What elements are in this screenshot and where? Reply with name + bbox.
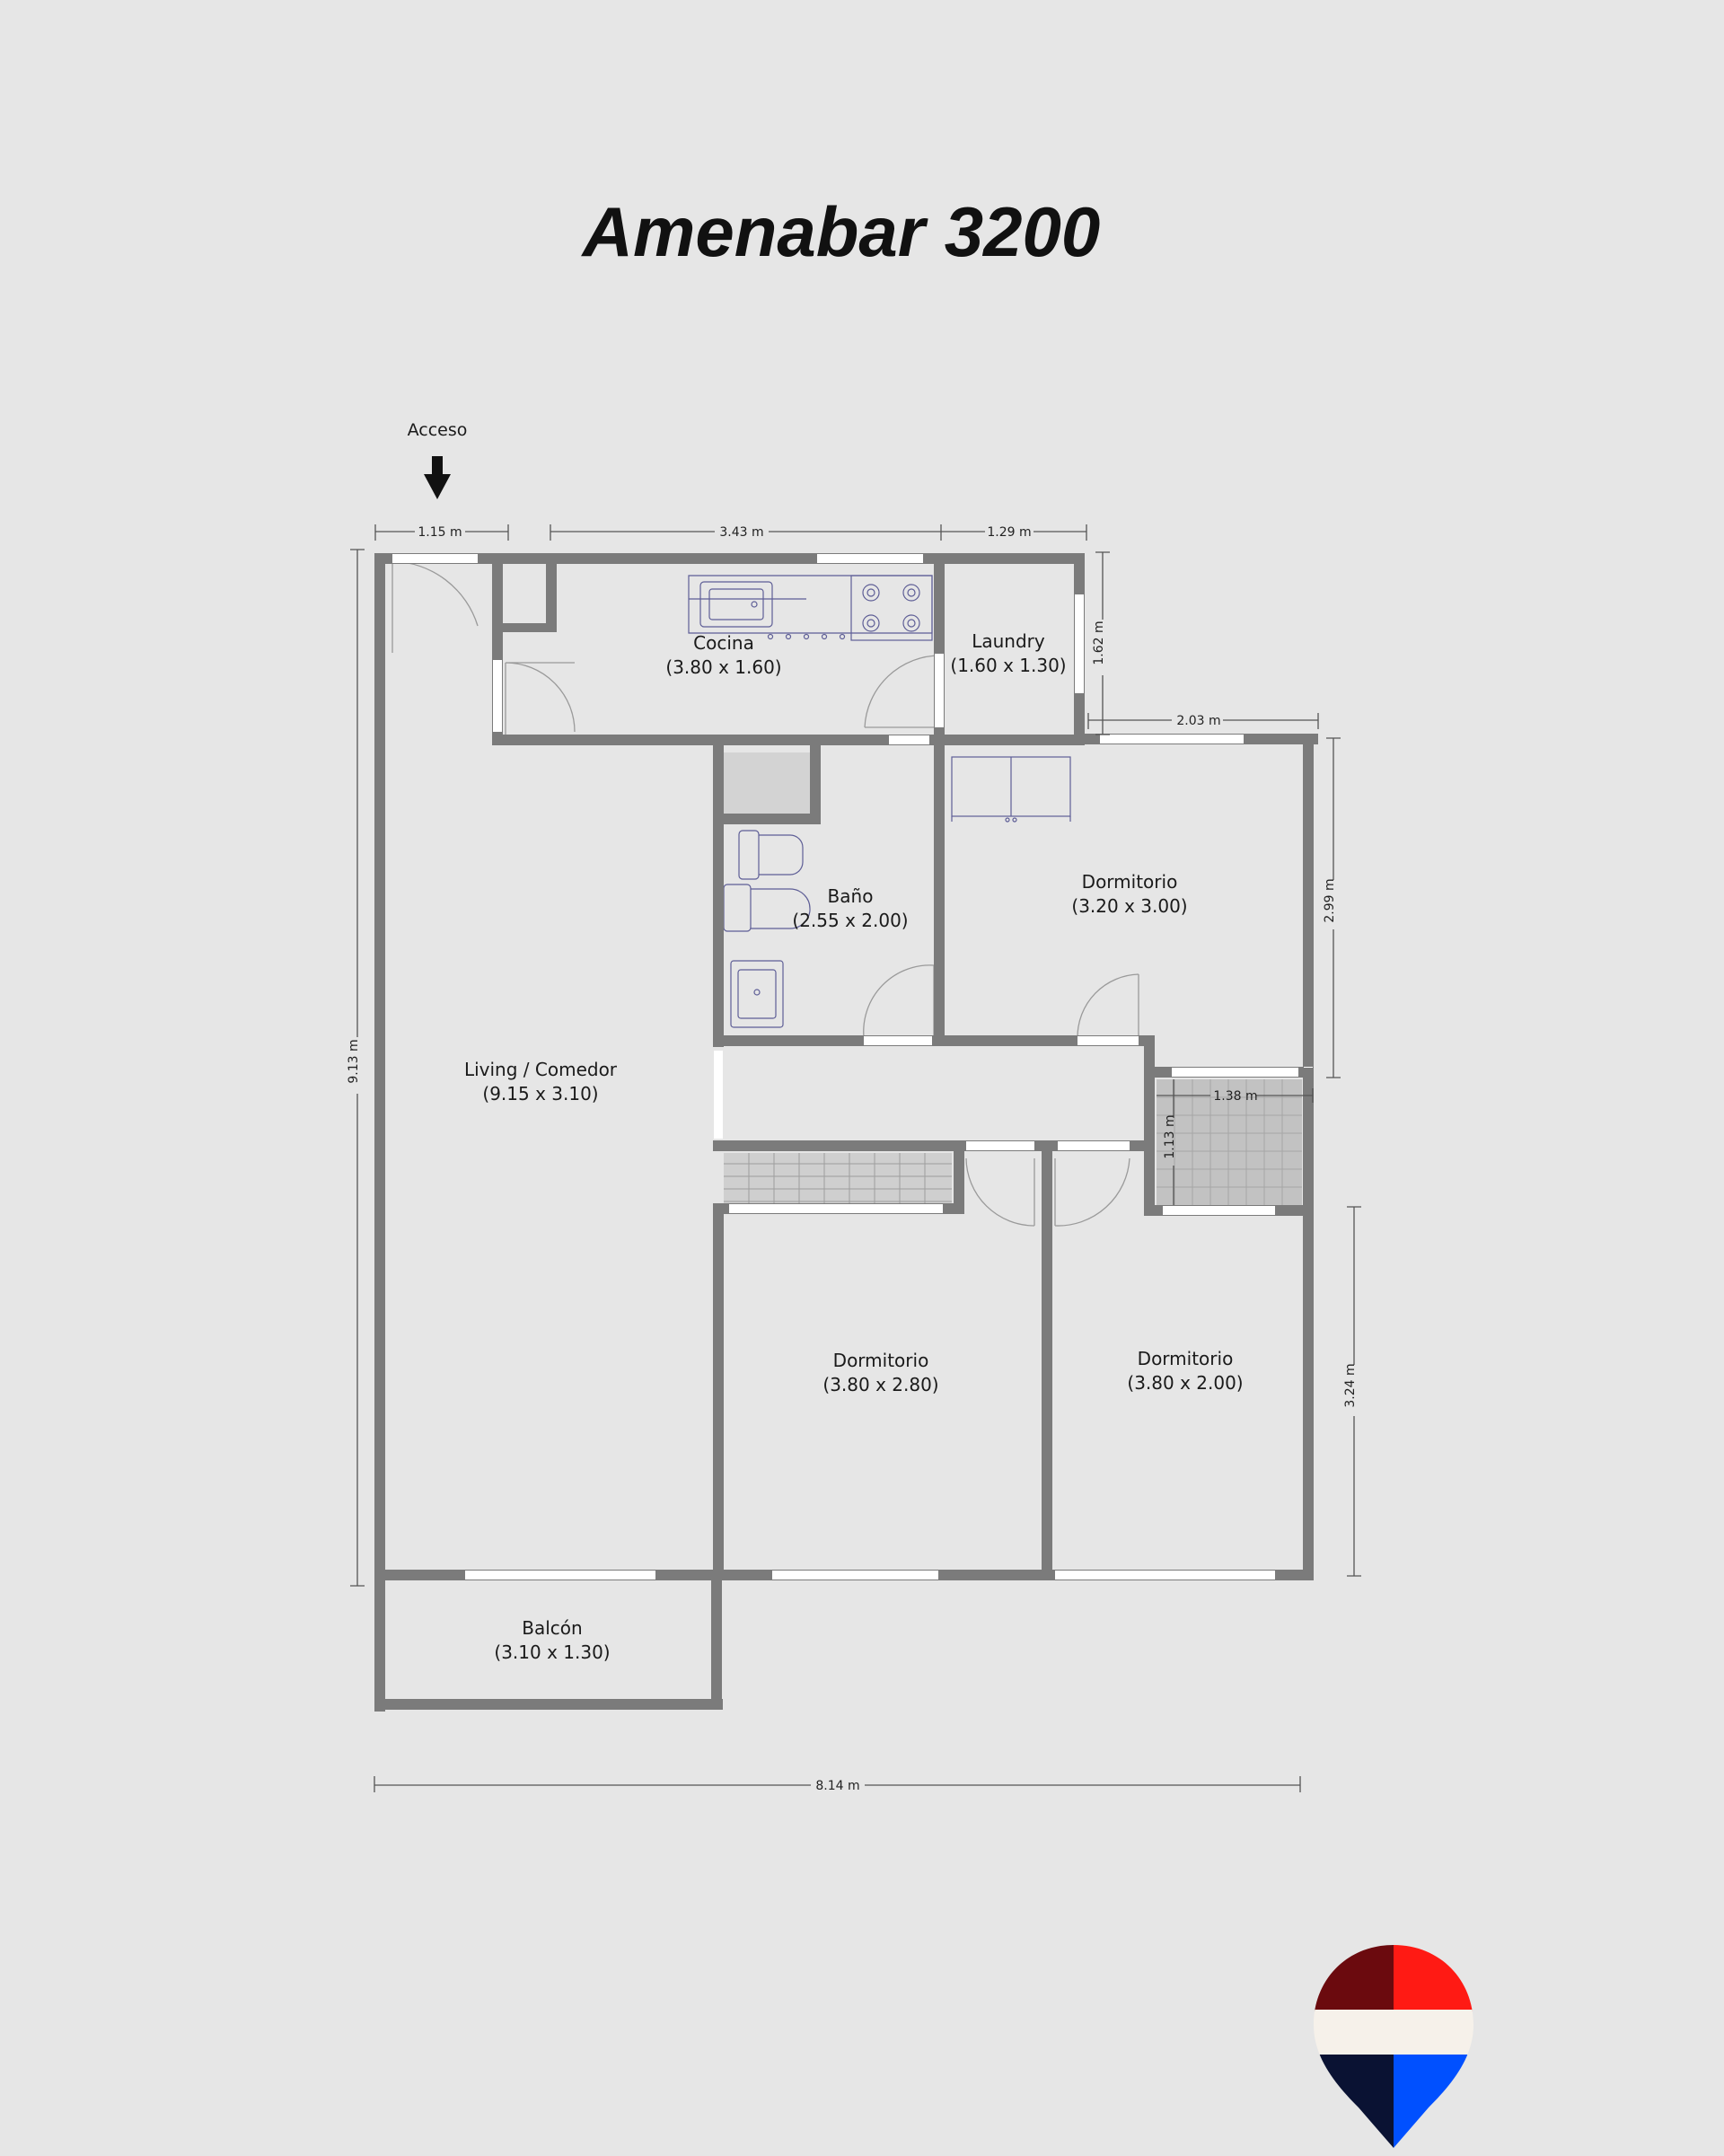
room-label-balcon: Balcón (3.10 x 1.30) [494,1617,610,1663]
svg-text:Dormitorio: Dormitorio [833,1350,929,1371]
stove-icon [850,575,933,641]
svg-text:1.62 m: 1.62 m [1092,620,1106,664]
hall-tiles [1157,1079,1302,1205]
svg-text:Cocina: Cocina [693,632,754,654]
sink-icon [730,960,784,1028]
room-label-bano: Baño (2.55 x 2.00) [792,885,908,931]
svg-text:Baño: Baño [828,885,874,907]
svg-text:(2.55 x 2.00): (2.55 x 2.00) [792,910,908,931]
svg-text:3.43 m: 3.43 m [719,525,763,540]
page-title: Amenabar 3200 [581,192,1101,271]
room-label-dormitorio-3: Dormitorio (3.80 x 2.00) [1127,1348,1243,1394]
dimension-bottom-total: 8.14 m [374,1776,1301,1793]
svg-text:8.14 m: 8.14 m [815,1779,859,1793]
svg-text:(3.20 x 3.00): (3.20 x 3.00) [1071,895,1187,917]
svg-text:(3.80 x 2.80): (3.80 x 2.80) [822,1374,938,1395]
svg-text:(3.10 x 1.30): (3.10 x 1.30) [494,1641,610,1663]
room-label-dormitorio-1: Dormitorio (3.20 x 3.00) [1071,871,1187,917]
arrow-down-icon [424,456,451,499]
dimension-bedroom-right: 2.99 m [1323,737,1341,1078]
svg-text:Dormitorio: Dormitorio [1082,871,1178,893]
dimension-top-laundry: 1.29 m [940,524,1087,541]
svg-text:1.38 m: 1.38 m [1213,1089,1257,1104]
svg-text:1.13 m: 1.13 m [1163,1114,1177,1158]
dimension-laundry-height: 1.62 m [1092,551,1110,735]
bathroom-shaft [724,752,810,823]
svg-text:2.99 m: 2.99 m [1323,878,1337,922]
svg-text:Dormitorio: Dormitorio [1138,1348,1234,1369]
access-label: Acceso [408,420,468,440]
svg-text:1.29 m: 1.29 m [987,525,1031,540]
svg-text:(3.80 x 2.00): (3.80 x 2.00) [1127,1372,1243,1394]
dimension-top-kitchen: 3.43 m [550,524,941,541]
dimension-hall-width: 1.38 m [1157,1088,1314,1104]
dimension-left-total: 9.13 m [347,549,365,1587]
svg-text:1.15 m: 1.15 m [418,525,462,540]
svg-text:(9.15 x 3.10): (9.15 x 3.10) [482,1083,598,1104]
dimension-bedroom-top: 2.03 m [1087,713,1319,729]
room-label-laundry: Laundry (1.60 x 1.30) [950,630,1066,676]
room-label-dormitorio-2: Dormitorio (3.80 x 2.80) [822,1350,938,1395]
svg-text:Laundry: Laundry [972,630,1045,652]
kitchen-knobs [767,633,846,640]
closet-shelves [724,1153,952,1207]
svg-text:(1.60 x 1.30): (1.60 x 1.30) [950,655,1066,676]
dimension-bedroom3-right: 3.24 m [1343,1206,1361,1577]
svg-text:(3.80 x 1.60): (3.80 x 1.60) [665,656,781,678]
bidet-icon [738,830,804,880]
svg-text:Living / Comedor: Living / Comedor [464,1059,618,1080]
dimension-top-access: 1.15 m [374,524,509,541]
svg-text:2.03 m: 2.03 m [1176,714,1220,728]
openings [392,554,1313,1580]
room-label-cocina: Cocina (3.80 x 1.60) [665,632,781,678]
wardrobe [951,756,1071,823]
kitchen-counter [688,575,933,634]
room-label-living: Living / Comedor (9.15 x 3.10) [464,1059,618,1104]
svg-text:Balcón: Balcón [522,1617,582,1639]
svg-text:3.24 m: 3.24 m [1343,1363,1358,1407]
balloon-logo-icon [1314,1945,1473,2148]
svg-text:9.13 m: 9.13 m [347,1039,361,1083]
dimension-hall-height: 1.13 m [1163,1079,1177,1205]
